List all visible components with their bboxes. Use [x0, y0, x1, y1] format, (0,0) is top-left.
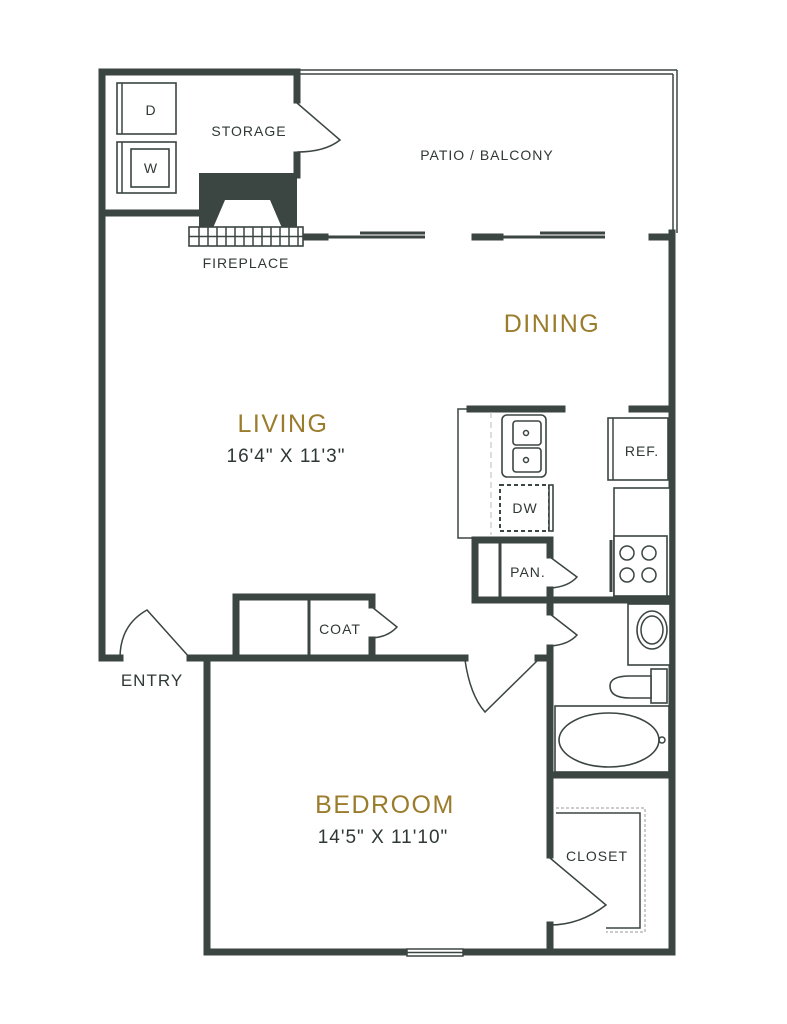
dryer-label: D: [145, 102, 156, 118]
dishwasher-label: DW: [512, 500, 537, 516]
storage-label: STORAGE: [211, 123, 286, 139]
patio-outline: [297, 69, 678, 233]
patio-label: PATIO / BALCONY: [420, 147, 554, 163]
fireplace-label: FIREPLACE: [203, 255, 290, 271]
refrigerator-label: REF.: [625, 443, 659, 459]
kitchen-counter: [457, 408, 554, 539]
bathtub: [554, 705, 670, 773]
coat-label: COAT: [319, 621, 361, 637]
washer-label: W: [144, 160, 158, 176]
living-size: 16'4" X 11'3": [227, 446, 346, 467]
door-swings: [119, 102, 608, 926]
range: [609, 487, 671, 597]
pantry-label: PAN.: [510, 564, 546, 580]
dining-label: DINING: [504, 310, 601, 338]
closet-shelf: [556, 807, 646, 933]
fireplace: [188, 173, 304, 247]
toilet: [609, 668, 668, 704]
washer: [116, 141, 177, 194]
bedroom-label: BEDROOM: [315, 791, 455, 819]
vanity-sink: [627, 603, 671, 666]
sliding-doors: [325, 231, 605, 239]
dryer: [116, 82, 177, 135]
bedroom-size: 14'5" X 11'10": [318, 827, 449, 848]
refrigerator: [607, 417, 669, 481]
walls: [98, 68, 676, 956]
bedroom-window: [406, 948, 464, 957]
living-label: LIVING: [238, 410, 329, 438]
entry-label: ENTRY: [121, 671, 183, 690]
closet-label: CLOSET: [566, 848, 628, 864]
